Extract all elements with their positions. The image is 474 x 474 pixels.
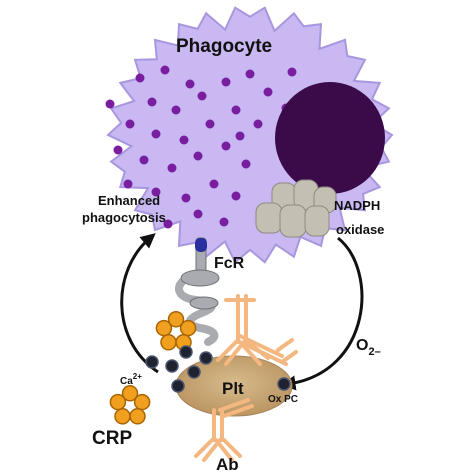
oxpc-bead [277,377,291,391]
granule [197,91,207,101]
granule [193,209,203,219]
phagocyte-label: Phagocyte [176,36,272,57]
granule [167,163,177,173]
granule [221,77,231,87]
granule [205,119,215,129]
antibodies [194,294,298,462]
nadph-label: NADPH [334,198,380,213]
granule [163,219,173,229]
granule [151,129,161,139]
granule [287,67,297,77]
granule [181,193,191,203]
granule [241,159,251,169]
oxpc-bead [187,365,201,379]
ab-label: Ab [216,455,239,474]
granule [151,187,161,197]
granule [160,65,170,75]
oxpc-chain [145,345,291,393]
granule [231,191,241,201]
oxpc-bead [171,379,185,393]
granule [231,105,241,115]
fcr-label: FcR [214,255,245,272]
oxpc-label: Ox PC [268,394,298,405]
granule [171,105,181,115]
granule [263,87,273,97]
crp-pentamers [109,311,197,425]
nucleus [275,82,385,194]
plt-label: Plt [222,379,244,398]
crp-pentamer-upper [155,311,197,351]
granule [253,119,263,129]
granule [221,141,231,151]
ca-label: Ca2+ [120,372,142,387]
granule [219,217,229,227]
crp-label: CRP [92,428,132,449]
oxpc-bead [199,351,213,365]
fc-receptor [175,237,220,346]
phagocytosis-label: phagocytosis [82,210,166,225]
granule [245,69,255,79]
enhanced-phagocytosis-arrow [120,233,159,374]
granule [235,131,245,141]
granule [185,79,195,89]
granule [209,179,219,189]
enhanced-label: Enhanced [98,193,160,208]
nadph-oxidase-complex [255,179,337,238]
superoxide-arrow [280,236,364,391]
granule [105,99,115,109]
granule [135,73,145,83]
antibody-lower [194,398,254,462]
granule [123,179,133,189]
oxpc-bead [179,345,193,359]
oxpc-bead [145,355,159,369]
oxpc-bead [165,359,179,373]
oxidase-label: oxidase [336,222,384,237]
granule [125,119,135,129]
granule [139,155,149,165]
granule [147,97,157,107]
o2-label: O2– [356,337,381,358]
granule [193,151,203,161]
granules [105,65,297,229]
granule [113,145,123,155]
antibody-side [238,334,298,366]
crp-pentamer-lower [109,385,151,425]
granule [179,135,189,145]
